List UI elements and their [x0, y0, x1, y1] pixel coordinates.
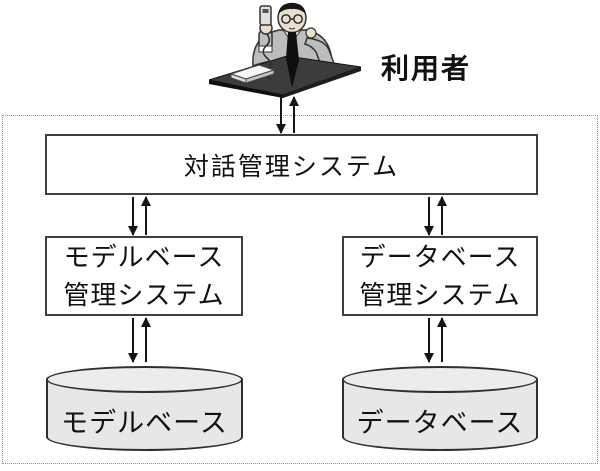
up-arrow-icon [145, 318, 147, 362]
dialog-management-system-label: 対話管理システム [183, 152, 400, 181]
database-cylinder: データベース [342, 366, 538, 451]
model-base-cylinder: モデルベース [46, 366, 243, 451]
down-arrow-icon [132, 318, 134, 362]
arrow-database-mgmt-to-database-bidirectional [428, 318, 444, 362]
model-base-management-label-line1: モデルベース [63, 242, 225, 272]
database-management-label-line2: 管理システム [359, 280, 521, 310]
up-arrow-icon [293, 97, 295, 133]
user-label: 利用者 [381, 53, 472, 84]
up-arrow-icon [441, 197, 443, 235]
arrow-model-mgmt-to-model-base-bidirectional [132, 318, 148, 362]
up-arrow-icon [145, 197, 147, 235]
down-arrow-icon [428, 197, 430, 235]
down-arrow-icon [280, 97, 282, 133]
model-base-management-label-line2: 管理システム [63, 280, 225, 310]
arrow-user-to-dialog-bidirectional [280, 97, 296, 133]
database-label: データベース [356, 407, 524, 438]
cylinder-body [342, 379, 538, 451]
up-arrow-icon [441, 318, 443, 362]
user-at-desk-illustration [208, 2, 362, 98]
down-arrow-icon [132, 197, 134, 235]
arrow-dialog-to-database-mgmt-bidirectional [428, 197, 444, 235]
cylinder-top-ellipse [342, 366, 538, 393]
database-management-label-line1: データベース [359, 242, 521, 272]
model-base-management-system-box: モデルベース 管理システム [45, 236, 243, 316]
down-arrow-icon [428, 318, 430, 362]
model-base-label: モデルベース [61, 407, 228, 438]
cylinder-top-ellipse [46, 366, 243, 393]
arrow-dialog-to-model-mgmt-bidirectional [132, 197, 148, 235]
dialog-management-system-box: 対話管理システム [45, 134, 538, 195]
database-management-system-box: データベース 管理システム [342, 236, 538, 316]
